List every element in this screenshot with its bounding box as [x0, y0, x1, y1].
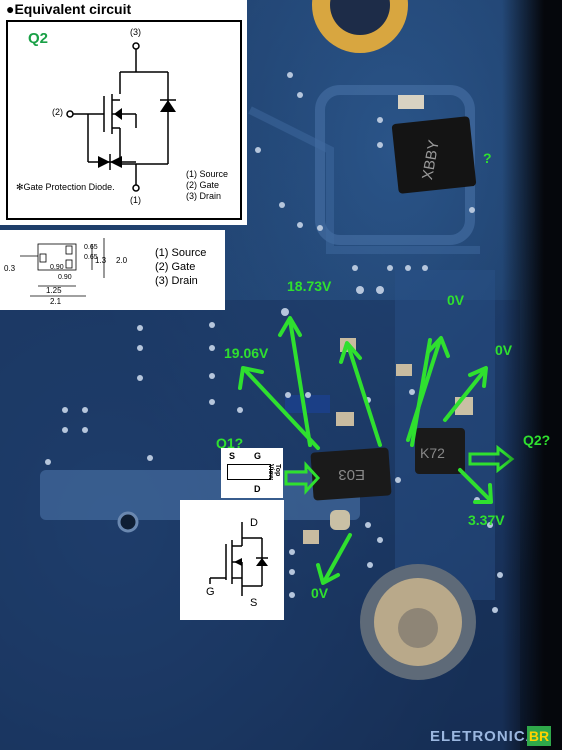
dim-0-3: 0.3: [4, 264, 16, 273]
chip-top: [391, 116, 477, 194]
package-legend-gate: (2) Gate: [155, 261, 196, 273]
via-holes: [45, 72, 503, 613]
voltage-label-19-06: 19.06V: [224, 345, 269, 361]
top-view-label: Top View: [267, 464, 281, 480]
solder-mask-patch: [285, 395, 330, 413]
label-q1: Q1?: [216, 435, 244, 451]
circuit-device-label: Q2: [28, 30, 49, 47]
package-legend: (1) Source (2) Gate (3) Drain: [155, 246, 206, 288]
chip-top-marking: XBBY: [419, 139, 443, 181]
voltage-label-3-37: 3.37V: [468, 512, 505, 528]
package-legend-drain: (3) Drain: [155, 275, 198, 287]
dim-1-3: 1.3: [95, 256, 107, 265]
via-large: [117, 511, 139, 533]
arrow-q1: [284, 461, 321, 495]
legend-source: (1) Source: [186, 169, 229, 179]
legend-drain: (3) Drain: [186, 191, 222, 201]
mosfet-pin-s: S: [250, 597, 258, 609]
gold-pad-hole: [330, 0, 390, 35]
board-edge-shadow: [502, 0, 562, 750]
label-q2: Q2?: [523, 432, 551, 448]
package-legend-source: (1) Source: [155, 247, 207, 259]
dim-0-90-b: 0.90: [58, 274, 72, 281]
chip-q1: [310, 447, 392, 501]
dim-2-1: 2.1: [50, 297, 62, 306]
voltage-arrows: [238, 316, 493, 585]
pin-label-g: G: [254, 451, 262, 461]
pin-source-number: (1): [130, 195, 141, 205]
voltage-label-0v-a: 0V: [447, 292, 465, 308]
mosfet-symbol: [209, 522, 268, 596]
screw-head: [398, 608, 438, 648]
voltage-label-18-73: 18.73V: [287, 278, 332, 294]
top-view-panel: S G D Top View: [221, 448, 283, 498]
label-question: ?: [483, 150, 492, 166]
smd-resistor-top: [398, 95, 424, 109]
circuit-legend: (1) Source (2) Gate (3) Drain: [186, 169, 228, 202]
dim-0-65-b: 0.65: [84, 254, 98, 261]
circuit-frame: Q2: [6, 20, 242, 220]
smd-cap: [303, 530, 319, 544]
gate-diode-note: ✻Gate Protection Diode.: [16, 182, 115, 192]
package-top-view: [227, 464, 271, 480]
pin-drain-number: (3): [130, 27, 141, 37]
voltage-label-0v-c: 0V: [311, 585, 329, 601]
mosfet-pin-g: G: [206, 586, 215, 598]
pin-label-d: D: [254, 484, 261, 494]
watermark-text: ELETRONICA: [430, 728, 538, 745]
smd-cap: [396, 364, 412, 376]
dim-2-0: 2.0: [116, 256, 128, 265]
package-drawing-panel: 0.3 2.0 1.3 0.65 0.65 0.90 1.25 2.1 0.90…: [0, 230, 225, 310]
chip-q2-marking: K72: [420, 445, 445, 461]
mosfet-pin-d: D: [250, 517, 258, 529]
chip-q1-marking: E03: [338, 466, 365, 483]
dim-0-90-a: 0.90: [50, 264, 64, 271]
legend-gate: (2) Gate: [186, 180, 220, 190]
voltage-label-0v-b: 0V: [495, 342, 513, 358]
dim-1-25: 1.25: [46, 286, 62, 295]
dim-0-65-a: 0.65: [84, 244, 98, 251]
smd-cap: [330, 510, 350, 530]
chip-q2: [415, 428, 465, 474]
mosfet-schematic: [66, 42, 176, 192]
watermark-badge: BR: [527, 726, 551, 746]
mosfet-symbol-panel: D G S: [180, 500, 284, 620]
smd-cap: [336, 412, 354, 426]
package-outline: [20, 238, 105, 297]
pin-label-s: S: [229, 451, 236, 461]
trace-diagonal: [248, 106, 480, 254]
equivalent-circuit-panel: ●Equivalent circuit Q2: [0, 0, 247, 225]
pin-gate-number: (2): [52, 107, 63, 117]
panel-title: ●Equivalent circuit: [6, 1, 132, 17]
